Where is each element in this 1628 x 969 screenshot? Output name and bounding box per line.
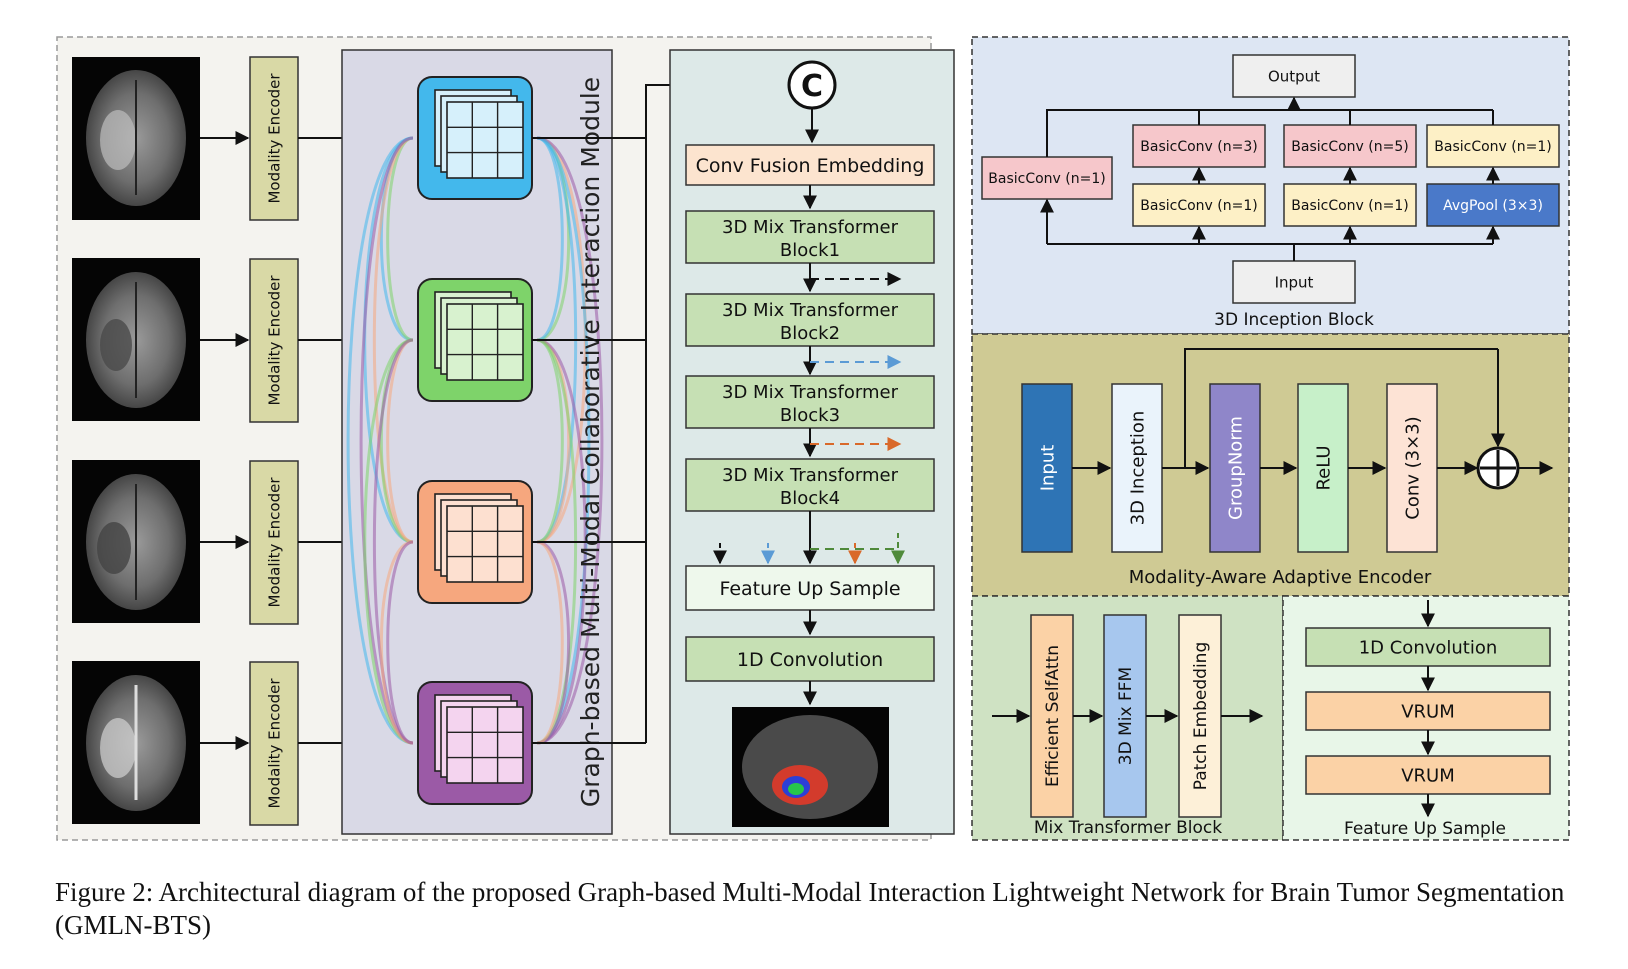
inception-top-conv-3: BasicConv (n=1)	[1426, 124, 1560, 168]
upsample-stage-2: VRUM	[1305, 691, 1551, 731]
mix-stage-3-label: Patch Embedding	[1191, 642, 1211, 791]
encoder-stage-4: ReLU	[1297, 383, 1349, 553]
inception-top-conv-1: BasicConv (n=3)	[1132, 124, 1266, 168]
figure-caption: Figure 2: Architectural diagram of the p…	[55, 877, 1565, 940]
modality-encoder-4-label: Modality Encoder	[265, 678, 283, 809]
concat-icon: C	[787, 60, 837, 110]
encoder-stage-2: 3D Inception	[1111, 383, 1163, 553]
segmentation-output-image	[732, 707, 889, 827]
upsample-stage-3: VRUM	[1305, 755, 1551, 795]
modality-encoder-4: Modality Encoder	[249, 661, 299, 826]
encoder-stage-3-label: GroupNorm	[1225, 416, 1246, 520]
mix-block-index: Block4	[780, 488, 840, 509]
mri-image-3	[72, 460, 200, 623]
mix-block-title: 3D Mix Transformer	[722, 382, 899, 403]
inception-output: Output	[1232, 54, 1356, 98]
mri-image-4	[72, 661, 200, 824]
encoder-stage-4-label: ReLU	[1313, 445, 1334, 490]
inception-bottom-conv-2: BasicConv (n=1)	[1283, 183, 1417, 227]
inception-bottom-conv-2-label: BasicConv (n=1)	[1291, 198, 1408, 214]
graph-module-title: Graph-based Multi-Modal Collaborative In…	[576, 77, 605, 807]
modality-encoder-1-label: Modality Encoder	[265, 73, 283, 204]
mix-block-index: Block1	[780, 240, 840, 261]
encoder-stage-1-label: Input	[1037, 445, 1058, 492]
conv1d-label: 1D Convolution	[737, 649, 883, 671]
encoder-stage-1: Input	[1021, 383, 1073, 553]
inception-top-conv-1-label: BasicConv (n=3)	[1140, 139, 1257, 155]
inception-output-label: Output	[1268, 67, 1320, 85]
modality-encoder-3-label: Modality Encoder	[265, 477, 283, 608]
conv-fusion-label: Conv Fusion Embedding	[696, 155, 925, 177]
conv-fusion-embedding	[685, 144, 935, 186]
modality-encoder-2: Modality Encoder	[249, 258, 299, 423]
inception-bottom-conv-1-label: BasicConv (n=1)	[1140, 198, 1257, 214]
inception-left-conv-label: BasicConv (n=1)	[988, 171, 1105, 187]
encoder-stage-2-label: 3D Inception	[1127, 411, 1148, 526]
inception-input-label: Input	[1275, 273, 1314, 291]
feature-up-sample-box	[685, 565, 935, 611]
mri-image-1	[72, 57, 200, 220]
mix-block-title: 3D Mix Transformer	[722, 300, 899, 321]
inception-input: Input	[1232, 260, 1356, 304]
graph-node-2	[417, 278, 533, 402]
upsample-detail-title: Feature Up Sample	[1344, 819, 1506, 839]
mri-image-2	[72, 258, 200, 421]
residual-add-icon	[1476, 446, 1520, 490]
mix-block-detail-title: Mix Transformer Block	[1034, 818, 1222, 838]
mix-stage-2-label: 3D Mix FFM	[1116, 667, 1136, 765]
mix-stage-1: Efficient SelfAttn	[1030, 614, 1074, 818]
inception-bottom-conv-3: AvgPool (3×3)	[1426, 183, 1560, 227]
encoder-stage-3: GroupNorm	[1209, 383, 1261, 553]
svg-text:C: C	[801, 69, 823, 104]
inception-top-conv-2: BasicConv (n=5)	[1283, 124, 1417, 168]
modality-encoder-2-label: Modality Encoder	[265, 275, 283, 406]
mix-block-title: 3D Mix Transformer	[722, 217, 899, 238]
encoder-detail-title: Modality-Aware Adaptive Encoder	[1129, 567, 1432, 588]
mix-stage-3: Patch Embedding	[1178, 614, 1222, 818]
modality-encoder-1: Modality Encoder	[249, 56, 299, 221]
feature-up-sample-label: Feature Up Sample	[719, 578, 900, 600]
encoder-stage-5: Conv (3×3)	[1386, 383, 1438, 553]
upsample-stage-2-label: VRUM	[1401, 701, 1455, 722]
encoder-stage-5-label: Conv (3×3)	[1402, 416, 1423, 519]
graph-node-1	[417, 76, 533, 200]
upsample-stage-1-label: 1D Convolution	[1359, 637, 1498, 658]
mix-stage-1-label: Efficient SelfAttn	[1043, 645, 1063, 787]
upsample-stage-3-label: VRUM	[1401, 765, 1455, 786]
modality-encoder-3: Modality Encoder	[249, 460, 299, 625]
mix-block-index: Block2	[780, 323, 840, 344]
inception-title: 3D Inception Block	[1214, 310, 1374, 330]
inception-bottom-conv-1: BasicConv (n=1)	[1132, 183, 1266, 227]
inception-top-conv-2-label: BasicConv (n=5)	[1291, 139, 1408, 155]
mix-block-index: Block3	[780, 405, 840, 426]
mix-block-title: 3D Mix Transformer	[722, 465, 899, 486]
inception-left-conv: BasicConv (n=1)	[981, 156, 1113, 200]
inception-bottom-conv-3-label: AvgPool (3×3)	[1443, 198, 1543, 214]
graph-node-4	[417, 681, 533, 805]
graph-node-3	[417, 480, 533, 604]
mix-stage-2: 3D Mix FFM	[1103, 614, 1147, 818]
upsample-stage-1: 1D Convolution	[1305, 627, 1551, 667]
inception-top-conv-3-label: BasicConv (n=1)	[1434, 139, 1551, 155]
